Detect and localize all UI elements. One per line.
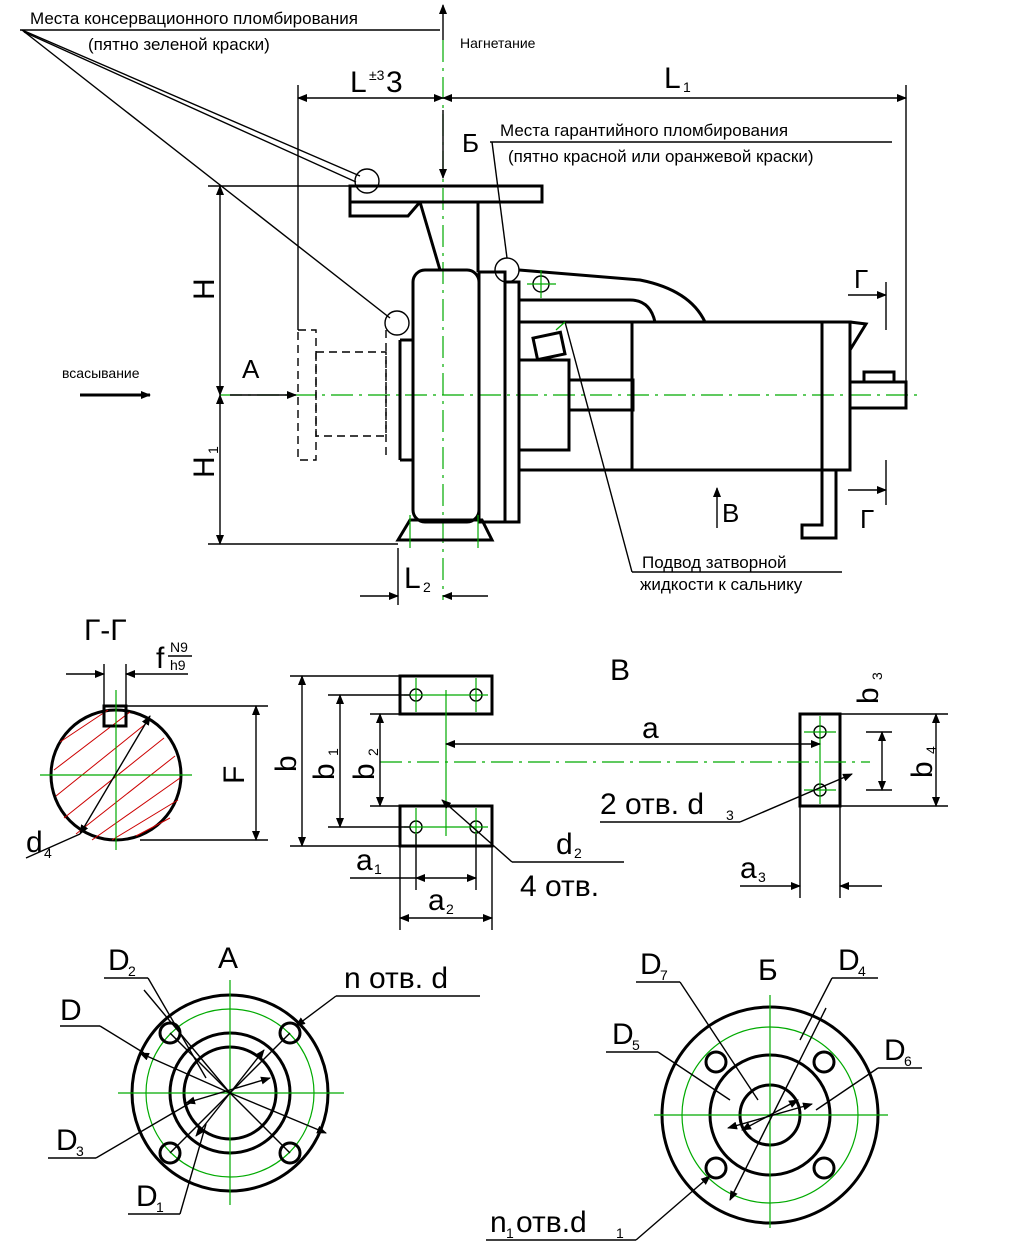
dim-d4-label: d: [26, 826, 43, 859]
seal-liquid-line2: жидкости к сальнику: [640, 575, 803, 594]
dim-a-label: a: [642, 712, 659, 745]
dim-L-tolerance: ±3: [369, 67, 385, 83]
svg-text:2: 2: [574, 845, 582, 861]
dim-D3-label: D: [56, 1124, 78, 1157]
section-g-bottom: Г: [860, 504, 874, 534]
svg-text:4: 4: [858, 963, 866, 979]
gland: [517, 358, 571, 452]
seal-spot-1: [354, 168, 380, 194]
dim-a3-label: a: [740, 852, 757, 885]
view-v: В b b 1 b 2 a: [270, 654, 948, 930]
conservation-seal-label: Места консервационного пломбирования: [30, 9, 358, 28]
discharge-neck: [418, 201, 480, 272]
dim-a1-label: a: [356, 844, 373, 877]
dim-D-label: D: [60, 994, 82, 1027]
conservation-seal-note: (пятно зеленой краски): [88, 35, 270, 54]
svg-text:h9: h9: [170, 657, 186, 673]
dim-L2-label: L: [404, 562, 421, 595]
svg-text:3: 3: [726, 807, 734, 823]
view-b: Б D 7 D 4 D 5 D 6 n 1 отв.d 1: [486, 944, 922, 1241]
svg-text:4: 4: [44, 845, 52, 861]
casing-foot: [395, 518, 495, 542]
discharge-label: Нагнетание: [460, 35, 536, 51]
dim-f-label: f: [156, 642, 165, 675]
view-v-title: В: [610, 654, 630, 687]
svg-text:4: 4: [923, 746, 939, 754]
svg-text:5: 5: [632, 1037, 640, 1053]
warranty-seal-label: Места гарантийного пломбирования: [500, 121, 788, 140]
seal-spot-2: [384, 310, 410, 336]
dim-d2-label: d: [556, 828, 573, 861]
svg-text:1: 1: [506, 1225, 514, 1241]
dim-b1-label: b: [308, 763, 341, 780]
svg-text:2: 2: [128, 963, 136, 979]
svg-text:2: 2: [365, 748, 381, 756]
dim-D2-label: D: [108, 944, 130, 977]
foot-right: [798, 712, 842, 808]
view-v-marker: В: [722, 498, 739, 528]
view-b-marker: Б: [462, 128, 479, 158]
holes-b-label: n: [490, 1206, 507, 1239]
svg-text:1: 1: [325, 748, 341, 756]
view-a-marker: А: [242, 354, 260, 384]
svg-text:2: 2: [423, 579, 431, 595]
svg-text:1: 1: [616, 1225, 624, 1241]
dim-D4-label: D: [838, 944, 860, 977]
svg-text:3: 3: [758, 869, 766, 885]
svg-text:6: 6: [904, 1053, 912, 1069]
view-a: А D 2 D D 3 D 1 n отв. d: [48, 942, 480, 1215]
dim-D1-label: D: [136, 1180, 158, 1213]
dim-F-label: F: [218, 766, 251, 784]
view-a-title: А: [218, 942, 238, 975]
svg-text:1: 1: [374, 861, 382, 877]
holes-4-label: 4 отв.: [520, 870, 599, 903]
warranty-seal-spot: [494, 257, 520, 283]
section-g-top: Г: [854, 264, 868, 294]
svg-text:7: 7: [660, 967, 668, 983]
section-gg-title: Г-Г: [84, 614, 126, 647]
seal-liquid-line1: Подвод затворной: [642, 553, 787, 572]
dim-b2-label: b: [348, 763, 381, 780]
volute-casing: [411, 268, 481, 524]
section-gg: Г-Г f N9 h9 F d 4: [25, 614, 268, 861]
dim-L1-label: L: [664, 62, 681, 95]
holes-2-label: 2 отв. d: [600, 788, 704, 821]
dim-D5-label: D: [612, 1018, 634, 1051]
dim-b3-label: b: [852, 687, 885, 704]
dim-a2-label: a: [428, 884, 445, 917]
svg-text:1: 1: [205, 446, 221, 454]
svg-text:2: 2: [446, 901, 454, 917]
dim-L-label: L: [350, 66, 367, 99]
bracket-foot: [800, 470, 838, 540]
svg-text:N9: N9: [170, 639, 188, 655]
main-view: Места консервационного пломбирования (пя…: [20, 4, 920, 605]
view-b-title: Б: [758, 954, 778, 987]
warranty-seal-note: (пятно красной или оранжевой краски): [508, 147, 814, 166]
casing-cover: [477, 270, 507, 524]
svg-text:3: 3: [869, 672, 885, 680]
svg-text:1: 1: [683, 79, 691, 95]
discharge-flange: [348, 184, 544, 204]
svg-text:3: 3: [76, 1143, 84, 1159]
bearing-housing: [630, 320, 824, 472]
svg-text:отв.d: отв.d: [516, 1206, 587, 1239]
svg-text:3: 3: [386, 66, 403, 99]
dim-b4-label: b: [906, 761, 939, 778]
svg-text:1: 1: [156, 1199, 164, 1215]
dim-H1-label: H: [188, 456, 221, 478]
suction-label: всасывание: [62, 365, 140, 381]
dim-b-label: b: [270, 755, 303, 772]
dim-D6-label: D: [884, 1034, 906, 1067]
dim-D7-label: D: [640, 948, 662, 981]
holes-a-label: n отв. d: [344, 962, 448, 995]
bracket-arm: [518, 268, 707, 323]
dim-H-label: H: [188, 278, 221, 300]
